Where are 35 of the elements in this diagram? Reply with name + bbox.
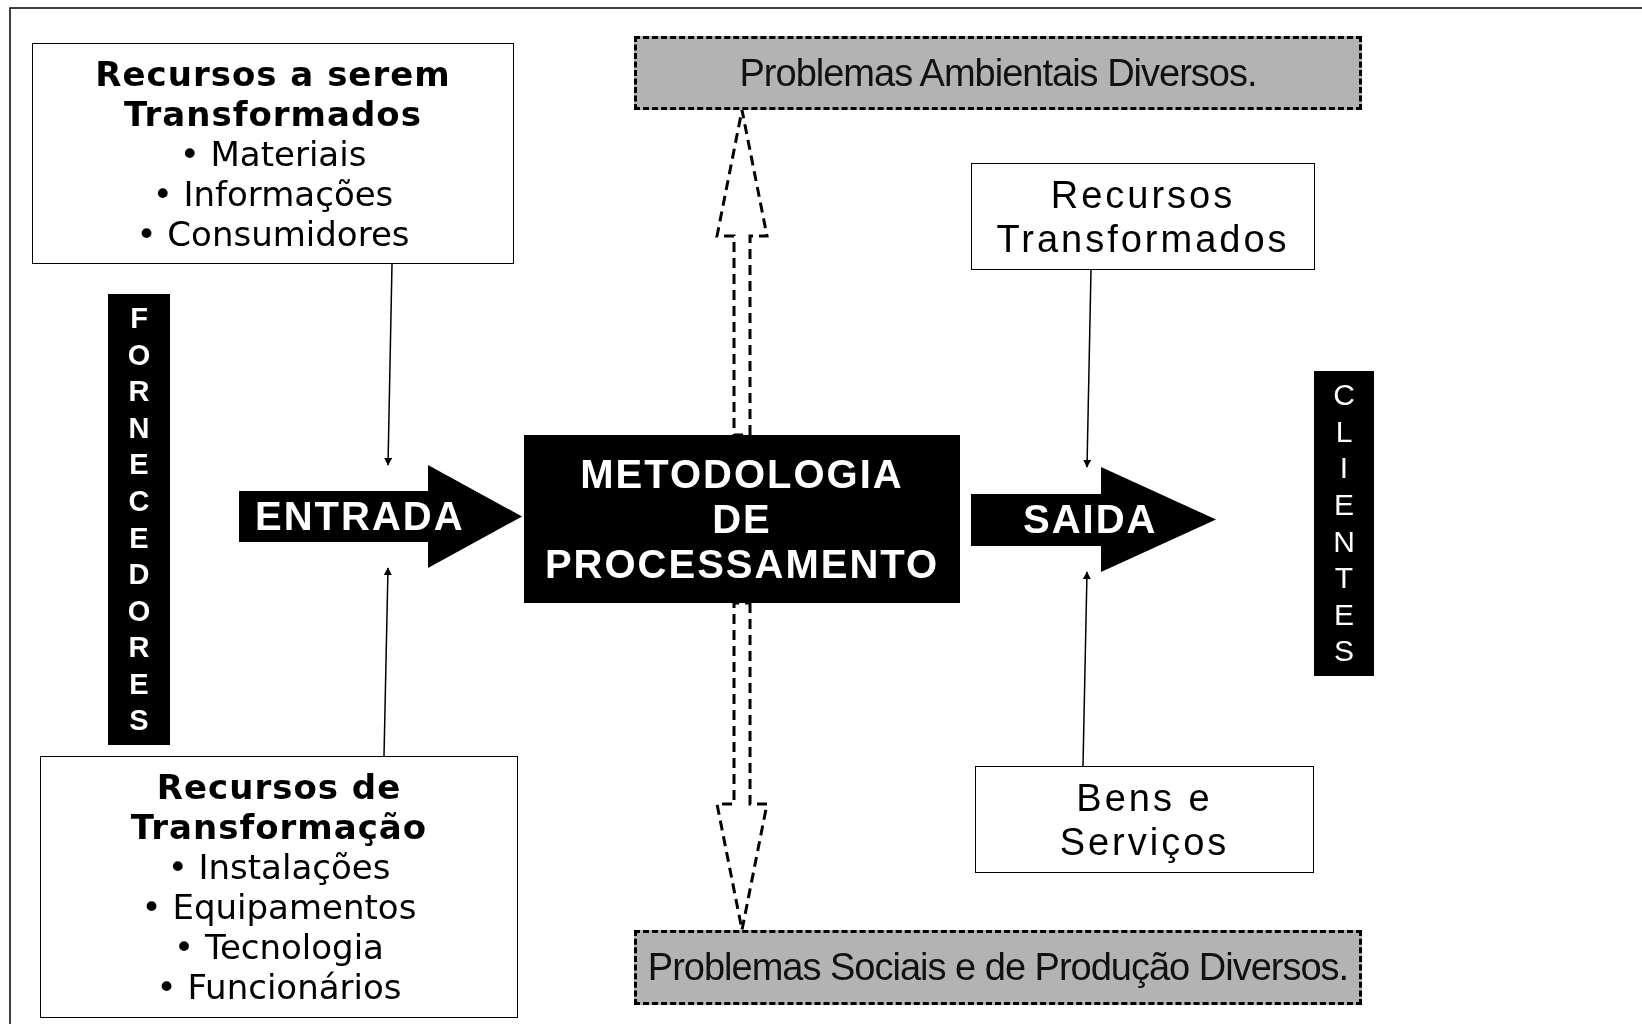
process-box — [40, 756, 518, 1018]
list-item: • Materiais — [179, 133, 367, 174]
arrow — [1082, 571, 1091, 767]
arrow — [1083, 269, 1092, 468]
box-heading: Recursos a serem Transformados — [94, 53, 452, 134]
process-box — [524, 435, 960, 603]
list-item: • Equipamentos — [141, 887, 417, 927]
dashed-box — [634, 930, 1362, 1005]
list-item: • Tecnologia — [174, 927, 384, 967]
block-arrow — [239, 465, 522, 568]
box-label: Problemas Sociais e de Produção Diversos. — [647, 946, 1349, 989]
hollow-arrow — [715, 601, 769, 932]
dashed-box — [634, 36, 1362, 110]
arrow-label: ENTRADA — [255, 494, 465, 539]
arrow — [383, 567, 392, 757]
arrow-label: SAIDA — [1023, 497, 1158, 542]
vertical-label: CLIENTES — [1332, 377, 1356, 670]
vertical-banner — [1314, 371, 1374, 676]
arrow — [384, 263, 393, 466]
list-item: • Informações — [152, 173, 394, 214]
box-label: Problemas Ambientais Diversos. — [739, 51, 1257, 95]
block-arrow — [971, 467, 1216, 572]
box-label: METODOLOGIA DE PROCESSAMENTO — [543, 451, 941, 587]
vertical-banner — [108, 294, 170, 745]
box-heading: Recursos de Transformação — [129, 767, 429, 847]
list-item: • Instalações — [167, 847, 391, 887]
box-label: Bens e Serviços — [1058, 775, 1231, 864]
box-label: Recursos Transformados — [995, 172, 1291, 261]
list-item: • Funcionários — [156, 967, 402, 1007]
process-box — [971, 163, 1315, 270]
vertical-label: FORNECEDORES — [127, 300, 151, 739]
process-box — [32, 43, 514, 264]
process-box — [975, 766, 1314, 873]
list-item: • Consumidores — [136, 213, 410, 254]
hollow-arrow — [715, 108, 769, 437]
